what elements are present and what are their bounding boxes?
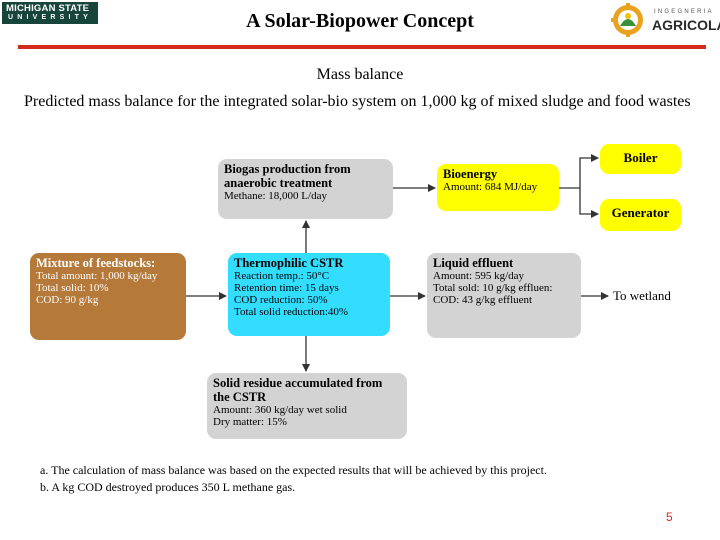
msu-logo: MICHIGAN STATE UNIVERSITY [2,2,98,24]
liquid-line-cod: COD: 43 g/kg effluent [433,294,533,306]
liquid-line-solid: Total sold: 10 g/kg effluen: [433,282,553,294]
solid-line-amount: Amount: 360 kg/day wet solid [213,404,347,416]
footnote-a: a. The calculation of mass balance was b… [40,463,547,477]
liquid-effluent-box: Liquid effluent Amount: 595 kg/day Total… [427,253,581,338]
feedstock-mixture-box: Mixture of feedstocks: Total amount: 1,0… [30,253,186,340]
cstr-line-cod: COD reduction: 50% [234,294,328,306]
biogas-title: Biogas production from anaerobic treatme… [224,162,351,190]
agri-logo-big: AGRICOLA [652,17,720,33]
generator-box: Generator [600,199,681,231]
cstr-line-temp: Reaction temp.: 50°C [234,270,330,282]
thermophilic-cstr-box: Thermophilic CSTR Reaction temp.: 50°C R… [228,253,390,336]
to-wetland-label: To wetland [613,288,671,303]
boiler-box: Boiler [600,144,681,174]
cstr-line-solid: Total solid reduction:40% [234,306,349,318]
title-rule [18,45,706,49]
cstr-title: Thermophilic CSTR [234,256,344,270]
boiler-title: Boiler [623,150,658,165]
mixture-line-amount: Total amount: 1,000 kg/day [36,270,158,282]
description: Predicted mass balance for the integrate… [24,93,691,110]
ingegneria-agricola-logo [611,3,643,37]
liquid-title: Liquid effluent [433,256,514,270]
arrow-bioenergy-to-generator [579,188,599,218]
agri-logo-small: INGEGNERIA [654,9,714,15]
solid-line-dry: Dry matter: 15% [213,416,287,428]
biogas-line: Methane: 18,000 L/day [224,190,327,202]
mixture-line-solid: Total solid: 10% [36,282,109,294]
cstr-line-retention: Retention time: 15 days [234,282,339,294]
solid-residue-box: Solid residue accumulated from the CSTR … [207,373,407,439]
arrow-bioenergy-to-boiler [559,154,599,189]
bioenergy-line: Amount: 684 MJ/day [443,181,538,193]
msu-logo-line2: UNIVERSITY [8,14,93,21]
slide-title: A Solar-Biopower Concept [246,10,474,32]
solid-title: Solid residue accumulated from the CSTR [213,376,383,404]
footnotes: a. The calculation of mass balance was b… [40,462,547,496]
bioenergy-title: Bioenergy [443,167,498,181]
mixture-line-cod: COD: 90 g/kg [36,294,99,306]
gear-icon [611,3,643,37]
mixture-title: Mixture of feedstocks: [36,256,156,270]
footnote-b: b. A kg COD destroyed produces 350 L met… [40,480,296,494]
section-subtitle: Mass balance [316,66,404,83]
bioenergy-box: Bioenergy Amount: 684 MJ/day [437,164,559,211]
msu-logo-line1: MICHIGAN STATE [6,3,90,14]
liquid-line-amount: Amount: 595 kg/day [433,270,525,282]
biogas-production-box: Biogas production from anaerobic treatme… [218,159,393,219]
page-number: 5 [666,510,673,524]
generator-title: Generator [611,205,670,220]
